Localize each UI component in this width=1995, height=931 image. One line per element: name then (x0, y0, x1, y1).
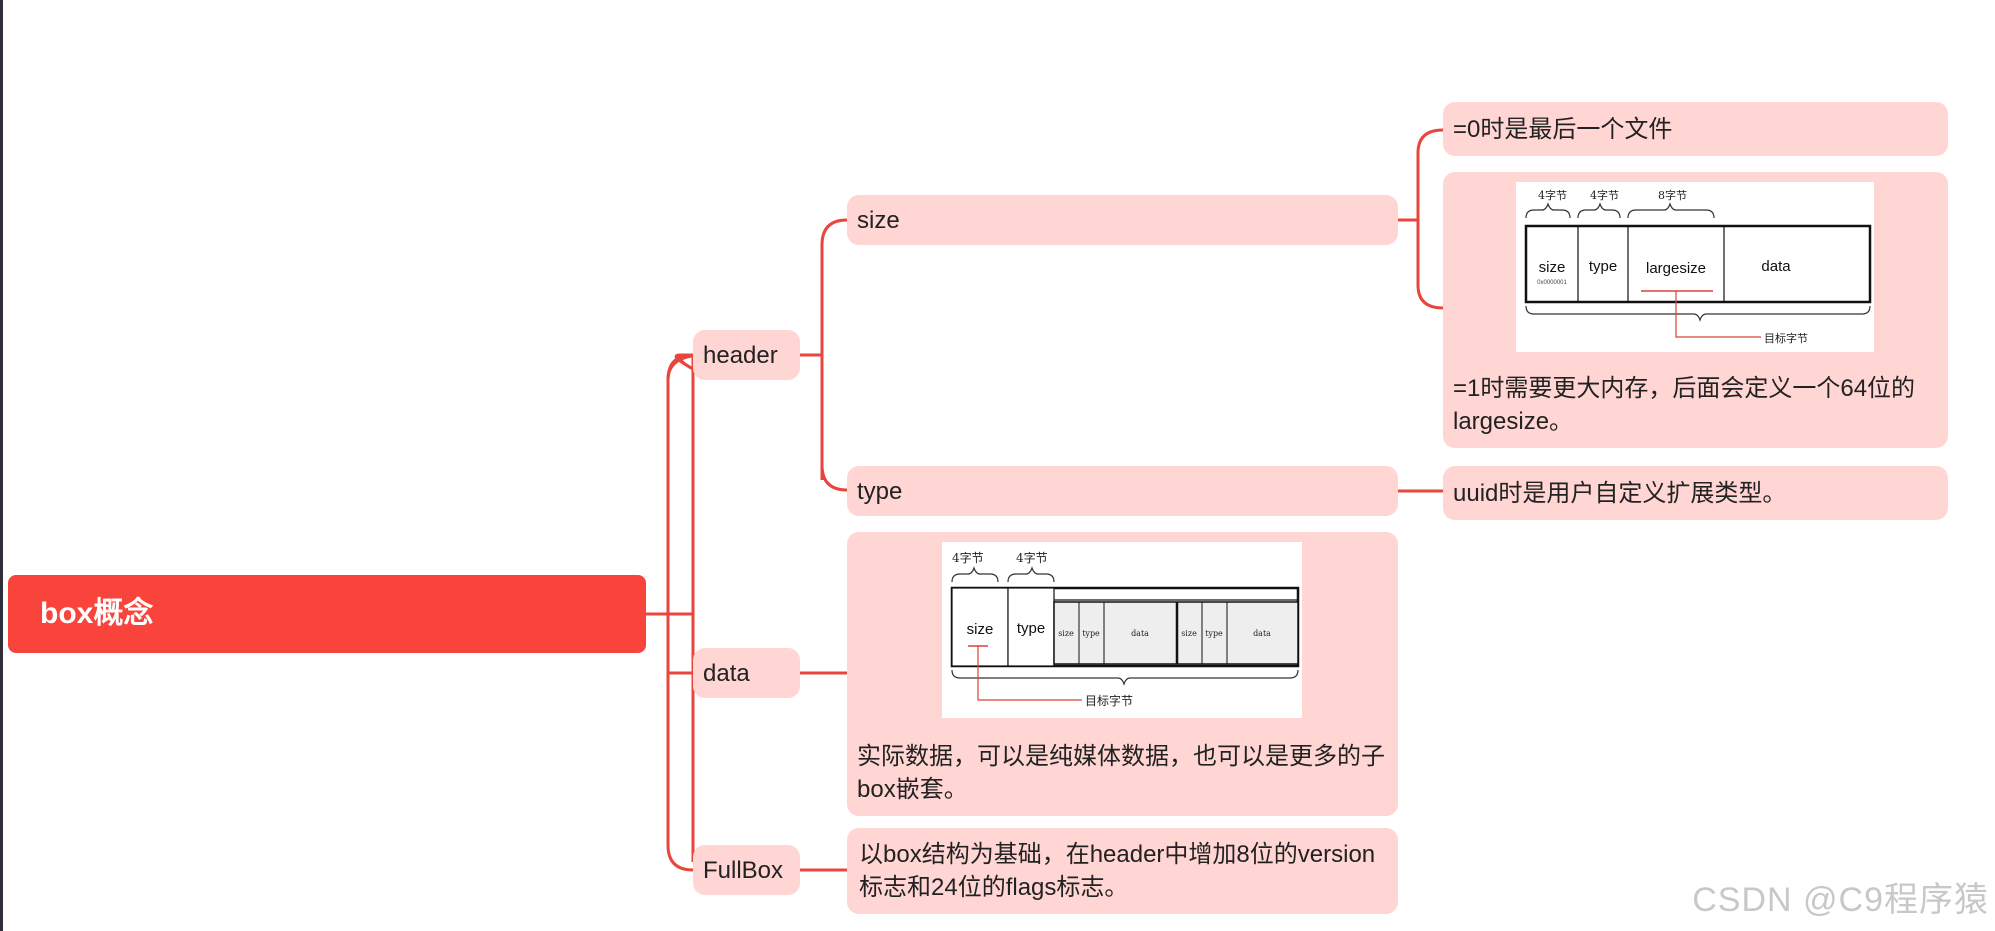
node-fullbox[interactable]: FullBox (693, 845, 800, 895)
inner-cell-type-1: type (1082, 629, 1100, 638)
window-left-edge (0, 0, 3, 931)
cell-type: type (1589, 258, 1617, 275)
note-data[interactable]: 4字节 4字节 size type size type data size ty… (847, 532, 1398, 816)
cell-data: data (1761, 258, 1791, 275)
target-bytes-label: 目标字节 (1764, 331, 1808, 345)
inner-cell-data-1: data (1131, 629, 1149, 638)
csdn-watermark: CSDN @C9程序猿 (1692, 881, 1989, 919)
nested-target-bytes-label: 目标字节 (1085, 693, 1133, 708)
note-type-uuid-text: uuid时是用户自定义扩展类型。 (1453, 479, 1787, 507)
node-data[interactable]: data (693, 648, 800, 698)
root-label: box概念 (40, 597, 154, 630)
node-fullbox-label: FullBox (703, 856, 784, 884)
nested-bytes-label-2: 4字节 (1016, 550, 1048, 565)
inner-cell-data-2: data (1253, 629, 1271, 638)
note-size-one[interactable]: 4字节 4字节 8字节 size 0x0000001 type largesiz… (1443, 172, 1948, 448)
note-size-zero-text: =0时是最后一个文件 (1453, 115, 1673, 143)
cell-size: size (1539, 259, 1566, 276)
node-header[interactable]: header (693, 330, 800, 380)
note-size-one-text: =1时需要更大内存，后面会定义一个64位的largesize。 (1453, 375, 1916, 435)
node-type[interactable]: type (847, 466, 1398, 516)
largesize-diagram: 4字节 4字节 8字节 size 0x0000001 type largesiz… (1516, 182, 1874, 352)
bytes-label-2: 4字节 (1590, 188, 1619, 202)
inner-cell-size-1: size (1058, 629, 1074, 638)
cell-size-sub: 0x0000001 (1537, 280, 1567, 286)
root-node[interactable]: box概念 (8, 575, 646, 653)
nested-box-diagram: 4字节 4字节 size type size type data size ty… (942, 542, 1302, 718)
bytes-label-1: 4字节 (1538, 188, 1567, 202)
inner-cell-size-2: size (1181, 629, 1197, 638)
node-size-label: size (857, 206, 900, 234)
node-type-label: type (857, 477, 903, 505)
nested-cell-type: type (1017, 620, 1045, 637)
note-data-text: 实际数据，可以是纯媒体数据，也可以是更多的子box嵌套。 (857, 743, 1385, 803)
note-fullbox-text: 以box结构为基础，在header中增加8位的version标志和24位的fla… (859, 841, 1376, 901)
note-type-uuid[interactable]: uuid时是用户自定义扩展类型。 (1443, 466, 1948, 520)
node-data-label: data (703, 659, 750, 687)
cell-largesize: largesize (1646, 260, 1706, 277)
node-header-label: header (703, 341, 778, 369)
note-fullbox[interactable]: 以box结构为基础，在header中增加8位的version标志和24位的fla… (847, 828, 1398, 914)
bytes-label-3: 8字节 (1658, 188, 1687, 202)
note-size-zero[interactable]: =0时是最后一个文件 (1443, 102, 1948, 156)
inner-cell-type-2: type (1205, 629, 1223, 638)
nested-bytes-label-1: 4字节 (952, 550, 984, 565)
node-size[interactable]: size (847, 195, 1398, 245)
nested-cell-size: size (967, 621, 994, 638)
